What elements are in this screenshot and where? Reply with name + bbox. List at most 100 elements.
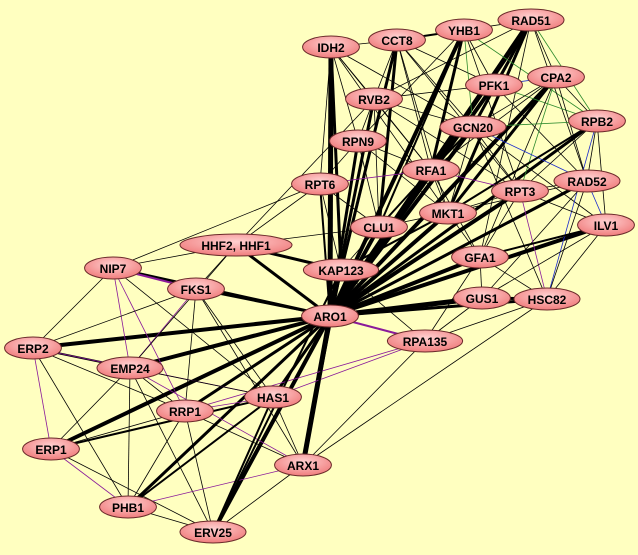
- node-ellipse[interactable]: [577, 213, 635, 237]
- node-ellipse[interactable]: [274, 453, 332, 477]
- node-idh2[interactable]: IDH2: [302, 35, 360, 59]
- node-ellipse[interactable]: [465, 73, 523, 97]
- node-ellipse[interactable]: [419, 201, 477, 225]
- node-ellipse[interactable]: [386, 329, 464, 353]
- node-erp1[interactable]: ERP1: [22, 437, 80, 461]
- node-cct8[interactable]: CCT8: [368, 28, 426, 52]
- node-ellipse[interactable]: [302, 35, 360, 59]
- node-arx1[interactable]: ARX1: [274, 453, 332, 477]
- node-hhf2-hhf1[interactable]: HHF2, HHF1: [179, 233, 293, 257]
- node-rpb2[interactable]: RPB2: [568, 109, 626, 133]
- node-rpn9[interactable]: RPN9: [329, 129, 387, 153]
- node-ellipse[interactable]: [99, 495, 157, 519]
- node-clu1[interactable]: CLU1: [350, 215, 408, 239]
- node-nip7[interactable]: NIP7: [84, 256, 142, 280]
- edge-emp24-phb1: [127, 367, 131, 508]
- edge-yhb1-gcn20: [463, 29, 474, 128]
- edge-fks1-has1: [195, 288, 274, 398]
- node-rpt3[interactable]: RPT3: [491, 179, 549, 203]
- node-rrp1[interactable]: RRP1: [156, 399, 214, 423]
- node-gus1[interactable]: GUS1: [453, 286, 511, 310]
- node-ellipse[interactable]: [22, 437, 80, 461]
- node-phb1[interactable]: PHB1: [99, 495, 157, 519]
- node-ellipse[interactable]: [301, 304, 359, 328]
- edge-rvb2-rfa1: [373, 98, 432, 171]
- node-rad52[interactable]: RAD52: [553, 169, 621, 193]
- node-ellipse[interactable]: [179, 233, 293, 257]
- node-label: ARX1: [287, 459, 319, 473]
- node-ellipse[interactable]: [244, 385, 302, 409]
- node-label: HHF2, HHF1: [201, 239, 271, 253]
- edge-erp2-rrp1: [32, 347, 186, 412]
- node-label: ERV25: [194, 526, 232, 540]
- node-rvb2[interactable]: RVB2: [345, 87, 403, 111]
- node-cpa2[interactable]: CPA2: [527, 65, 585, 89]
- node-rpt6[interactable]: RPT6: [291, 172, 349, 196]
- node-ellipse[interactable]: [167, 277, 225, 301]
- node-has1[interactable]: HAS1: [244, 385, 302, 409]
- node-label: PFK1: [479, 79, 510, 93]
- node-ellipse[interactable]: [568, 109, 626, 133]
- node-pfk1[interactable]: PFK1: [465, 73, 523, 97]
- edge-kap123-rpa135: [340, 269, 426, 342]
- node-ellipse[interactable]: [439, 115, 507, 139]
- node-erv25[interactable]: ERV25: [179, 520, 247, 544]
- node-yhb1[interactable]: YHB1: [435, 18, 493, 42]
- node-ellipse[interactable]: [329, 129, 387, 153]
- node-ellipse[interactable]: [402, 158, 460, 182]
- node-ellipse[interactable]: [96, 356, 164, 380]
- edge-rpb2-mkt1: [447, 120, 598, 214]
- node-ellipse[interactable]: [497, 8, 565, 32]
- edge-yhb1-rpt3: [463, 29, 521, 192]
- node-ellipse[interactable]: [451, 245, 509, 269]
- node-ellipse[interactable]: [156, 399, 214, 423]
- node-ellipse[interactable]: [527, 65, 585, 89]
- node-ellipse[interactable]: [345, 87, 403, 111]
- node-label: NIP7: [100, 262, 127, 276]
- edge-nip7-rpt6: [112, 183, 321, 269]
- node-ilv1[interactable]: ILV1: [577, 213, 635, 237]
- node-kap123[interactable]: KAP123: [302, 258, 380, 282]
- edge-aro1-rrp1: [184, 314, 331, 413]
- node-ellipse[interactable]: [84, 256, 142, 280]
- node-label: RPT6: [305, 178, 336, 192]
- node-ellipse[interactable]: [4, 336, 62, 360]
- edge-rrp1-rpa135: [184, 340, 426, 412]
- node-label: GFA1: [464, 251, 496, 265]
- node-label: RVB2: [358, 93, 390, 107]
- node-ellipse[interactable]: [435, 18, 493, 42]
- edge-arx1-kap123: [302, 269, 342, 466]
- edge-idh2-kap123: [329, 46, 343, 271]
- node-erp2[interactable]: ERP2: [4, 336, 62, 360]
- node-rpa135[interactable]: RPA135: [386, 329, 464, 353]
- node-gcn20[interactable]: GCN20: [439, 115, 507, 139]
- node-label: ILV1: [594, 219, 619, 233]
- node-ellipse[interactable]: [350, 215, 408, 239]
- node-ellipse[interactable]: [453, 286, 511, 310]
- edge-hhf2-hhf1-rvb2: [235, 98, 375, 246]
- node-aro1[interactable]: ARO1: [301, 304, 359, 328]
- node-hsc82[interactable]: HSC82: [513, 287, 581, 311]
- edge-aro1-rfa1: [328, 168, 433, 318]
- edge-emp24-erv25: [129, 367, 214, 533]
- node-emp24[interactable]: EMP24: [96, 356, 164, 380]
- node-ellipse[interactable]: [302, 258, 380, 282]
- edge-gcn20-hsc82: [472, 126, 548, 300]
- node-rfa1[interactable]: RFA1: [402, 158, 460, 182]
- node-ellipse[interactable]: [491, 179, 549, 203]
- node-label: ERP2: [17, 342, 49, 356]
- edge-rad51-gfa1: [479, 19, 532, 258]
- node-fks1[interactable]: FKS1: [167, 277, 225, 301]
- node-gfa1[interactable]: GFA1: [451, 245, 509, 269]
- node-rad51[interactable]: RAD51: [497, 8, 565, 32]
- edge-rpt6-kap123: [319, 183, 342, 271]
- node-ellipse[interactable]: [553, 169, 621, 193]
- edge-aro1-ilv1: [329, 223, 607, 318]
- node-ellipse[interactable]: [368, 28, 426, 52]
- node-ellipse[interactable]: [513, 287, 581, 311]
- node-ellipse[interactable]: [179, 520, 247, 544]
- node-ellipse[interactable]: [291, 172, 349, 196]
- node-mkt1[interactable]: MKT1: [419, 201, 477, 225]
